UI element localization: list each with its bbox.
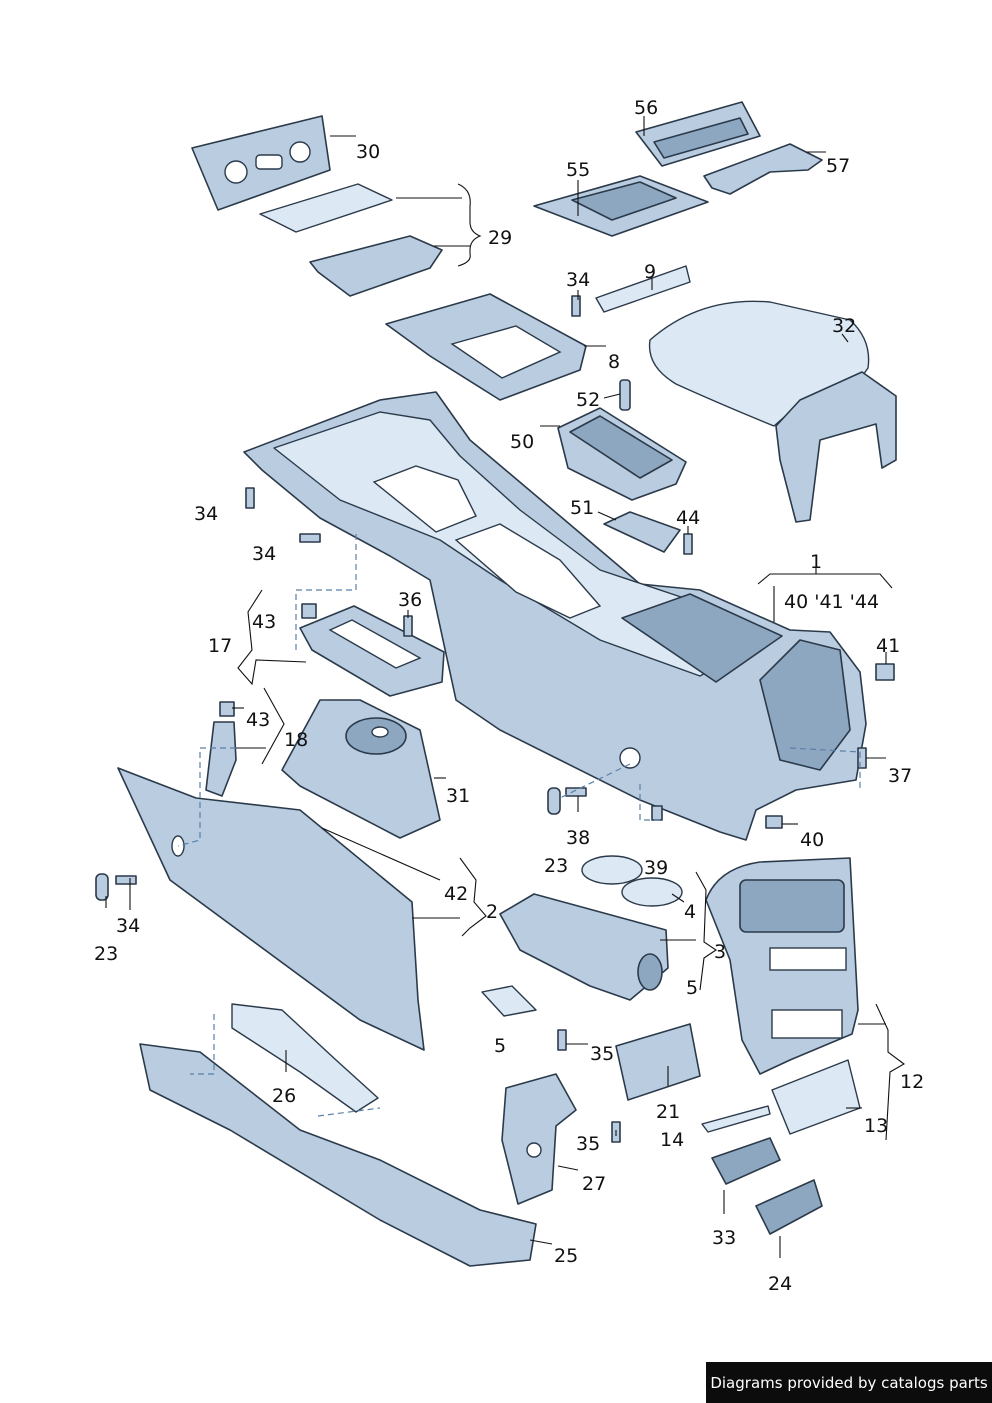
- part-31-shifter-housing: [281, 699, 441, 839]
- label-42: 42: [444, 883, 468, 905]
- part-23-cap: [95, 787, 561, 901]
- leader-lines: [105, 116, 905, 1258]
- label-52: 52: [576, 389, 600, 411]
- part-18-bracket: [205, 721, 237, 797]
- label-55: 55: [566, 159, 590, 181]
- part-8-gear-surround: [385, 293, 587, 401]
- part-33-switch: [711, 1137, 781, 1185]
- part-43-clip: [219, 603, 317, 717]
- label-13: 13: [864, 1115, 888, 1137]
- part-51-switch: [603, 511, 681, 553]
- label-30: 30: [356, 141, 380, 163]
- label-35a: 35: [590, 1043, 614, 1065]
- label-39: 39: [644, 857, 668, 879]
- label-34d: 34: [116, 915, 140, 937]
- label-50: 50: [510, 431, 534, 453]
- label-9: 9: [644, 261, 656, 283]
- label-37: 37: [888, 765, 912, 787]
- label-34c: 34: [252, 543, 276, 565]
- part-30-trim-panel: [191, 115, 331, 211]
- label-33: 33: [712, 1227, 736, 1249]
- label-26: 26: [272, 1085, 296, 1107]
- label-32: 32: [832, 315, 856, 337]
- part-50-storage-bin: [557, 407, 687, 501]
- part-labels: 1 2 3 4 5 5 8 9 12 13 14 17 18 21 23 23 …: [94, 97, 924, 1295]
- label-38: 38: [566, 827, 590, 849]
- label-27: 27: [582, 1173, 606, 1195]
- part-29-trays: [259, 183, 443, 297]
- part-14-strip: [701, 1105, 771, 1133]
- part-27-rear-cover: [501, 1073, 577, 1205]
- label-1: 1: [810, 551, 822, 573]
- part-26-duct: [231, 1003, 379, 1113]
- label-18: 18: [284, 729, 308, 751]
- label-23b: 23: [94, 943, 118, 965]
- label-40a: 40 '41 '44: [784, 591, 879, 613]
- part-24-socket: [755, 1179, 823, 1235]
- label-5a: 5: [686, 977, 698, 999]
- label-43b: 43: [246, 709, 270, 731]
- label-40b: 40: [800, 829, 824, 851]
- part-5-insert: [481, 985, 537, 1017]
- part-32-armrest: [648, 300, 897, 523]
- label-14: 14: [660, 1129, 684, 1151]
- label-5b: 5: [494, 1035, 506, 1057]
- label-57: 57: [826, 155, 850, 177]
- label-21: 21: [656, 1101, 680, 1123]
- label-3: 3: [714, 941, 726, 963]
- part-17-bracket: [299, 605, 445, 697]
- label-35b: 35: [576, 1133, 600, 1155]
- label-51: 51: [570, 497, 594, 519]
- screws: [115, 295, 895, 1143]
- label-56: 56: [634, 97, 658, 119]
- part-39-caps: [581, 855, 683, 907]
- part-13-frame: [771, 1059, 861, 1135]
- part-57-bracket: [703, 143, 823, 195]
- label-34b: 34: [194, 503, 218, 525]
- label-17: 17: [208, 635, 232, 657]
- label-4: 4: [684, 901, 696, 923]
- part-9-strip: [595, 265, 691, 313]
- label-44: 44: [676, 507, 700, 529]
- part-55-bin: [533, 175, 709, 237]
- label-24: 24: [768, 1273, 792, 1295]
- label-43a: 43: [252, 611, 276, 633]
- label-29: 29: [488, 227, 512, 249]
- part-52-clip: [619, 379, 631, 411]
- label-25: 25: [554, 1245, 578, 1267]
- label-31: 31: [446, 785, 470, 807]
- part-56-tray: [635, 101, 761, 167]
- label-8: 8: [608, 351, 620, 373]
- label-12: 12: [900, 1071, 924, 1093]
- credit-banner: Diagrams provided by catalogs parts: [706, 1362, 992, 1403]
- label-2: 2: [486, 901, 498, 923]
- part-21-bracket: [615, 1023, 701, 1101]
- part-25-floor-trim: [139, 1043, 537, 1267]
- part-2-cupholder: [499, 893, 669, 1001]
- part-3-rear-vent-panel: [705, 857, 859, 1075]
- label-36: 36: [398, 589, 422, 611]
- label-23a: 23: [544, 855, 568, 877]
- label-41: 41: [876, 635, 900, 657]
- part-1-center-console: [243, 391, 867, 841]
- hidden-lines: [177, 534, 861, 1117]
- label-34a: 34: [566, 269, 590, 291]
